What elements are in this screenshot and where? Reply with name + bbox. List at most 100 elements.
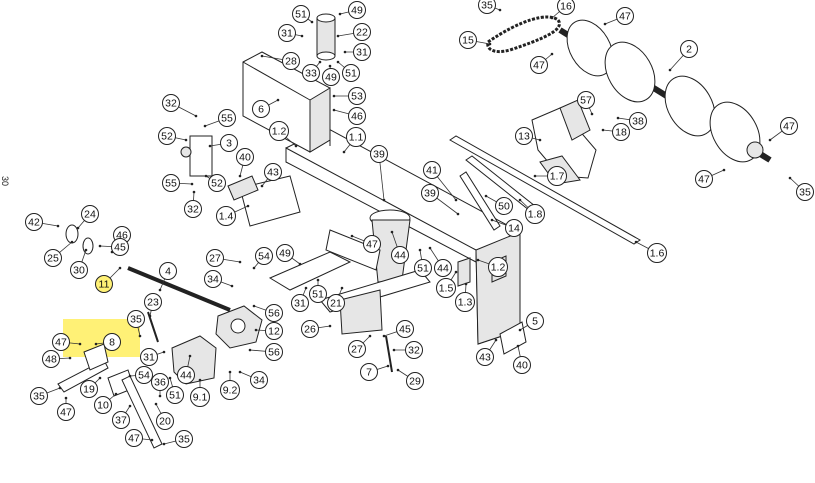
callout-label: 5	[532, 316, 538, 328]
callout-label: 37	[115, 415, 127, 427]
callout-bubble	[577, 91, 595, 109]
callout-bubble	[360, 363, 378, 381]
leader-dot	[128, 404, 132, 408]
leader-dot	[343, 50, 347, 54]
callout-c51e: 51	[166, 376, 184, 404]
leader-dot	[396, 368, 400, 372]
callout-bubble	[434, 259, 452, 277]
callout-label: 13	[518, 131, 530, 143]
callout-bubble	[342, 64, 360, 82]
callout-label: 9.1	[193, 392, 208, 404]
callout-bubble	[162, 94, 180, 112]
callout-c35e: 35	[162, 430, 193, 448]
leader-dot	[328, 64, 332, 68]
leader-dot	[252, 266, 256, 270]
callout-c54b: 54	[128, 366, 153, 384]
callout-label: 52	[211, 178, 223, 190]
callout-bubble	[30, 387, 48, 405]
callout-c53: 53	[332, 87, 366, 105]
callout-bubble	[144, 293, 162, 311]
callout-label: 44	[394, 250, 406, 262]
leader-dot	[190, 182, 194, 186]
callout-label: 36	[154, 377, 166, 389]
callout-bubble	[42, 350, 60, 368]
leader-dot	[114, 392, 118, 396]
callout-bubble	[547, 166, 567, 186]
callout-c1_6: 1.6	[634, 240, 667, 263]
callout-label: 38	[632, 116, 644, 128]
callout-label: 54	[258, 251, 270, 263]
callout-c35c: 35	[127, 310, 145, 338]
leader-dot	[194, 114, 198, 118]
callout-label: 7	[366, 367, 372, 379]
callout-c49b: 49	[322, 64, 340, 86]
callout-label: 6	[258, 104, 264, 116]
callout-c51c: 51	[414, 248, 432, 277]
callout-c1_7: 1.7	[533, 166, 567, 186]
leader-dot	[788, 176, 792, 180]
callout-label: 54	[138, 370, 150, 382]
callout-c1_2b: 1.2	[476, 257, 508, 277]
leader-dot	[78, 342, 82, 346]
callout-bubble	[264, 163, 282, 181]
callout-c48: 48	[42, 350, 72, 368]
callout-c47d: 47	[695, 168, 726, 188]
callout-label: 1.7	[550, 171, 565, 183]
callout-label: 34	[253, 375, 265, 387]
leader-dot	[254, 328, 258, 332]
callout-c37: 37	[112, 404, 132, 429]
callout-bubble	[436, 278, 456, 298]
callout-bubble	[94, 396, 112, 414]
callout-bubble	[177, 366, 195, 384]
callout-label: 47	[533, 60, 545, 72]
leader-dot	[208, 144, 212, 148]
leader-dot	[192, 190, 196, 194]
callout-bubble	[629, 112, 647, 130]
leader-dot	[238, 370, 242, 374]
callout-c47c: 47	[768, 117, 798, 142]
callout-label: 49	[279, 248, 291, 260]
callout-label: 47	[619, 11, 631, 23]
callout-bubble	[127, 310, 145, 328]
callout-c31d: 31	[140, 348, 166, 366]
callout-label: 31	[356, 47, 368, 59]
leader-dot	[454, 270, 458, 274]
leader-dot	[68, 356, 72, 360]
callout-c52a: 52	[158, 127, 188, 145]
callout-label: 21	[330, 298, 342, 310]
callout-label: 32	[187, 204, 199, 216]
callout-c47g: 47	[57, 396, 75, 421]
callout-label: 42	[28, 217, 40, 229]
callout-c50: 50	[484, 194, 513, 215]
callout-bubble	[208, 174, 226, 192]
leader-dot	[488, 42, 492, 46]
callout-c52b: 52	[204, 174, 226, 192]
callout-label: 47	[366, 239, 378, 251]
callout-bubble	[111, 238, 129, 256]
callout-bubble	[612, 123, 630, 141]
callout-c55a: 55	[203, 109, 236, 128]
callout-label: 1.5	[439, 283, 454, 295]
callout-bubble	[421, 184, 439, 202]
callout-c49c: 49	[276, 244, 302, 266]
callout-c31a: 31	[278, 24, 304, 42]
callout-c44a: 44	[390, 230, 409, 264]
leader-dot	[94, 342, 98, 346]
leader-dot	[162, 442, 166, 446]
callout-c51b: 51	[336, 60, 360, 82]
callout-label: 51	[312, 289, 324, 301]
leader-dot	[98, 376, 102, 380]
callout-c1_4: 1.4	[216, 204, 250, 226]
callout-bubble	[348, 1, 366, 19]
callout-bubble	[459, 31, 477, 49]
callout-bubble	[301, 320, 319, 338]
leader-dot	[64, 396, 68, 400]
callout-label: 49	[351, 5, 363, 17]
callout-bubble	[515, 127, 533, 145]
callout-bubble	[265, 322, 283, 340]
callout-c31b: 31	[343, 43, 371, 61]
leader-dot	[154, 402, 158, 406]
leader-dot	[498, 8, 502, 12]
leader-dot	[162, 350, 166, 354]
callout-c19: 19	[80, 376, 102, 398]
